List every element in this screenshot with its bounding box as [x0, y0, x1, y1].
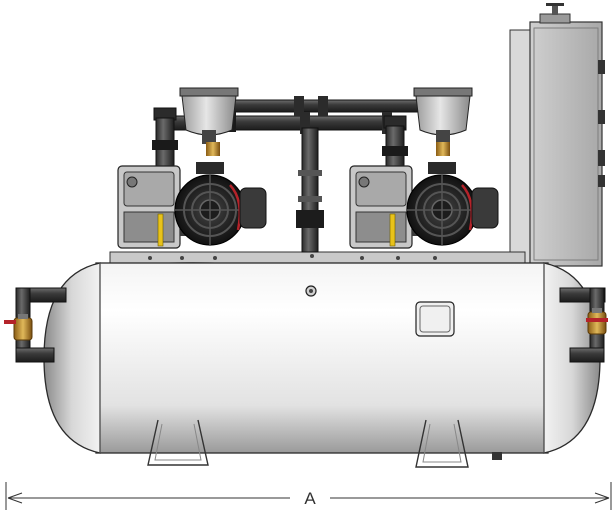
tank-inspection-port: [415, 301, 455, 337]
tank-shell: [95, 262, 549, 454]
tank-saddle-legs: [147, 419, 469, 468]
right-motor: [406, 162, 499, 246]
left-motor: [174, 162, 267, 246]
receiver-tank: [43, 262, 601, 468]
control-cabinet: [509, 3, 605, 267]
left-inlet-piping: [4, 287, 67, 363]
right-vacuum-pump: [349, 162, 499, 249]
cabinet-side: [509, 29, 533, 267]
right-check-valve-riser: [382, 115, 450, 179]
cabinet-latches: [598, 60, 605, 187]
left-oil-sight: [157, 213, 164, 247]
left-ball-valve: [4, 314, 33, 341]
right-oil-sight: [389, 213, 396, 247]
dimension-arrow-right: [594, 492, 610, 504]
right-outlet-piping: [559, 287, 608, 363]
tank-gauge-port: [305, 285, 317, 297]
dimension-label: A: [304, 489, 316, 508]
left-intake-filter: [179, 87, 239, 144]
dimension-arrow-left: [7, 492, 23, 504]
tank-drain: [492, 452, 502, 460]
right-intake-filter: [413, 87, 473, 144]
base-plate-bolts: [148, 254, 437, 260]
overall-width-dimension: [5, 482, 612, 510]
left-vacuum-pump: [117, 162, 267, 249]
cabinet-door: [529, 21, 603, 267]
cabinet-top-vent: [539, 3, 571, 24]
right-ball-valve: [586, 308, 608, 335]
left-check-valve-riser: [152, 107, 220, 179]
cabinet-door-frame: [533, 27, 599, 261]
center-drop-pipe: [296, 127, 324, 253]
